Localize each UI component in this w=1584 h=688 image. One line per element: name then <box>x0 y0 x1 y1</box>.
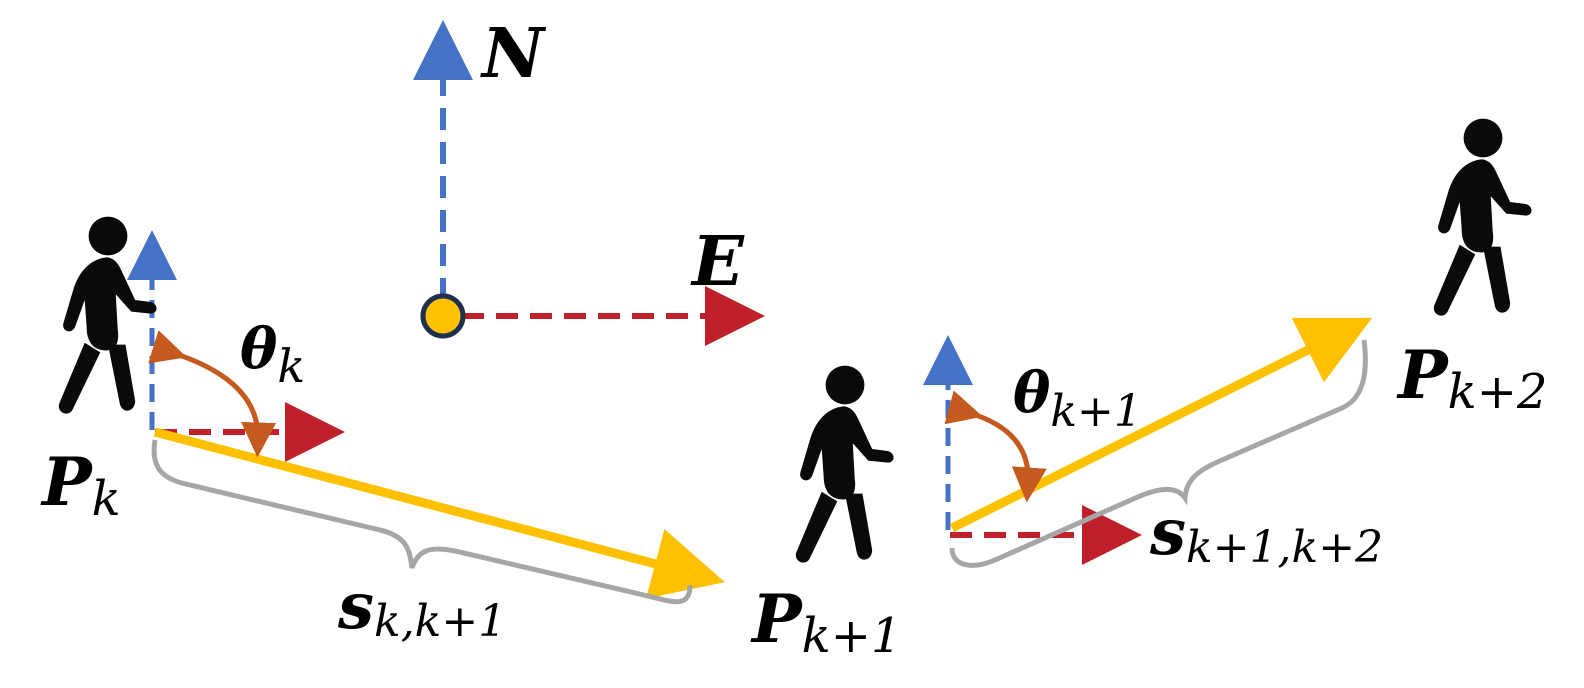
theta-k1-label: θk+1 <box>1013 360 1142 437</box>
step-vector-k1 <box>949 317 1373 533</box>
heading-angle-k1 <box>944 390 1047 503</box>
p-k1-label: Pk+1 <box>750 580 901 664</box>
step-k: θk sk,k+1 <box>127 230 725 647</box>
s-k1-label: sk+1,k+2 <box>1149 495 1383 573</box>
p-k-label: Pk <box>40 443 121 527</box>
compass-origin-icon <box>420 293 466 339</box>
heading-angle-k <box>148 330 277 458</box>
north-label: N <box>480 14 547 94</box>
walking-person-icon <box>1433 118 1532 316</box>
walking-person-icon <box>795 365 894 563</box>
pedestrian-k2: Pk+2 <box>1396 118 1547 420</box>
p-k2-label: Pk+2 <box>1396 336 1547 420</box>
step-brace-k1 <box>949 339 1368 568</box>
compass: N E <box>413 14 765 346</box>
pedestrian-k1: Pk+1 <box>750 365 901 664</box>
step-k1: θk+1 sk+1,k+2 <box>923 317 1383 573</box>
s-k-label: sk,k+1 <box>337 569 506 647</box>
theta-k-label: θk <box>240 316 305 393</box>
pedestrian-k: Pk <box>40 216 157 527</box>
walking-person-icon <box>58 216 157 414</box>
east-label: E <box>690 222 745 302</box>
step-brace-k <box>151 439 693 605</box>
